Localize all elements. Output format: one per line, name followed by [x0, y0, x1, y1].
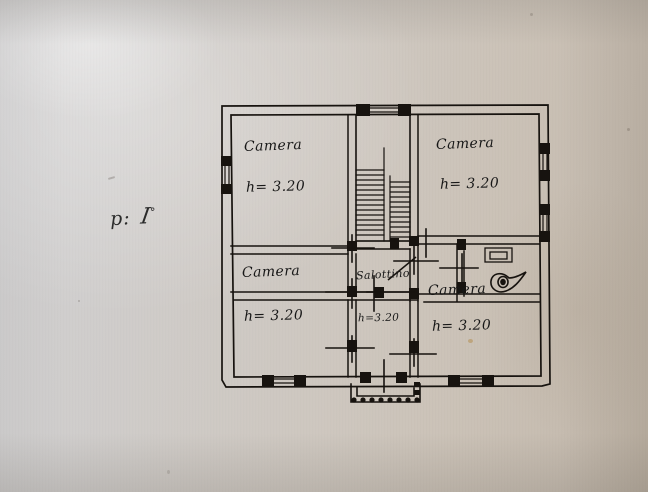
floor-annotation: p: I° — [109, 204, 157, 231]
paper-speck — [167, 470, 170, 474]
room-height-camera-top-right: h= 3.20 — [439, 175, 500, 193]
tub-fixture — [484, 247, 513, 263]
window-bottom-right-glass — [459, 378, 483, 384]
paper-speck — [530, 13, 533, 16]
window-right-upper-glass — [542, 153, 548, 171]
window-bottom-left-glass — [273, 378, 295, 384]
window-right-lower — [539, 204, 550, 242]
window-bottom-left — [262, 375, 306, 386]
room-height-camera-bottom-left: h= 3.20 — [243, 307, 304, 325]
window-top — [356, 104, 411, 116]
window-left-glass — [224, 165, 230, 185]
paper-highlight-blotch — [0, 0, 220, 120]
floor-annotation-roman: I — [138, 203, 153, 230]
paper-speck — [78, 300, 80, 302]
wall-junction-blocks — [347, 236, 466, 383]
balcony-railing-dots — [351, 382, 420, 403]
staircase-icon — [355, 114, 411, 242]
floor-plan-drawing: Camera h= 3.20 Camera h= 3.20 Camera h= … — [214, 96, 564, 406]
interior-walls — [230, 114, 540, 378]
floor-annotation-prefix: p: — [109, 207, 132, 231]
door-symbols — [325, 228, 479, 393]
wc-fixture — [490, 271, 527, 293]
room-label-camera-top-right: Camera — [435, 134, 495, 154]
window-right-lower-glass — [542, 214, 548, 232]
paper-speck — [627, 128, 630, 131]
room-label-camera-top-left: Camera — [243, 136, 303, 156]
window-top-glass — [369, 107, 399, 113]
window-left — [221, 156, 232, 194]
window-right-upper — [539, 143, 550, 181]
paper-speck — [107, 176, 116, 180]
room-height-camera-bottom-right: h= 3.20 — [431, 317, 492, 335]
window-bottom-right — [448, 375, 494, 386]
room-label-camera-bottom-left: Camera — [241, 262, 301, 282]
room-height-salottino: h=3.20 — [357, 311, 400, 325]
outer-wall — [221, 104, 551, 388]
room-height-camera-top-left: h= 3.20 — [245, 178, 306, 196]
room-label-camera-bottom-right: Camera — [427, 280, 487, 300]
